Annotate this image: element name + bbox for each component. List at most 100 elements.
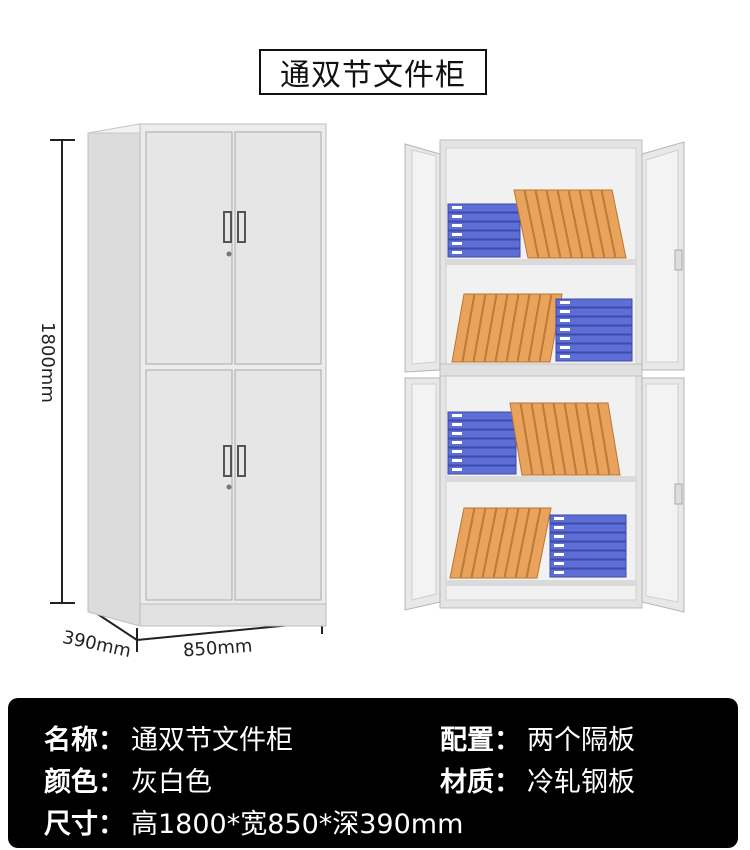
orange-binder	[526, 507, 552, 579]
orange-binder	[515, 507, 541, 579]
height-dimension-line	[50, 139, 75, 604]
orange-binder	[513, 189, 539, 259]
spec-colon: ：	[494, 725, 521, 756]
binder-label	[452, 459, 462, 462]
orange-binder	[531, 402, 555, 476]
orange-binder	[462, 293, 486, 363]
spec-key: 颜色	[44, 767, 98, 798]
spec-colon: ：	[98, 725, 125, 756]
binder-label	[452, 242, 462, 245]
orange-binder	[460, 507, 486, 579]
binder-label	[554, 526, 564, 529]
orange-binder	[601, 189, 627, 259]
orange-binder	[473, 293, 497, 363]
binder-stacks	[447, 189, 633, 579]
blue-binder	[549, 550, 627, 560]
blue-binder	[549, 532, 627, 542]
orange-binder	[495, 293, 519, 363]
spec-colon: ：	[98, 809, 125, 840]
binder-label	[452, 441, 462, 444]
orange-binder	[506, 293, 530, 363]
orange-binder	[520, 402, 544, 476]
binder-label	[554, 553, 564, 556]
binder-label	[452, 233, 462, 236]
blue-binder	[555, 352, 633, 362]
spec-row-name: 名称 ： 通双节文件柜	[44, 718, 293, 757]
orange-binder	[575, 402, 599, 476]
blue-binder	[555, 334, 633, 344]
orange-binder	[484, 293, 508, 363]
orange-binder	[482, 507, 508, 579]
orange-binder	[517, 293, 541, 363]
blue-binder	[555, 316, 633, 326]
binder-label	[554, 562, 564, 565]
orange-binder	[493, 507, 519, 579]
orange-binder	[579, 189, 605, 259]
spec-value: 灰白色	[131, 767, 212, 798]
blue-binder	[555, 325, 633, 335]
orange-binder	[524, 189, 550, 259]
orange-binder	[542, 402, 566, 476]
blue-binder	[555, 307, 633, 317]
binder-label	[560, 301, 570, 304]
product-title: 通双节文件柜	[259, 49, 487, 95]
spec-key: 名称	[44, 725, 98, 756]
blue-binder	[549, 541, 627, 551]
spec-value: 两个隔板	[527, 725, 635, 756]
binder-label	[560, 346, 570, 349]
orange-binder	[590, 189, 616, 259]
blue-binder	[447, 221, 521, 231]
closed-cabinet	[87, 123, 327, 627]
binder-label	[452, 423, 462, 426]
blue-binder	[447, 456, 517, 466]
blue-binder	[549, 559, 627, 569]
orange-binder	[449, 507, 475, 579]
blue-binder	[555, 298, 633, 308]
spec-panel: 名称 ： 通双节文件柜 配置 ： 两个隔板 颜色 ： 灰白色 材质 ： 冷轧钢板…	[8, 698, 738, 848]
binder-label	[452, 450, 462, 453]
spec-value: 通双节文件柜	[131, 725, 293, 756]
orange-binder	[553, 402, 577, 476]
orange-binder	[586, 402, 610, 476]
orange-binder	[509, 402, 533, 476]
spec-colon: ：	[98, 767, 125, 798]
binder-label	[452, 224, 462, 227]
binder-label	[560, 310, 570, 313]
blue-binder	[555, 343, 633, 353]
orange-binder	[504, 507, 530, 579]
spec-row-size: 尺寸 ： 高1800*宽850*深390mm	[44, 802, 463, 841]
spec-row-color: 颜色 ： 灰白色	[44, 760, 212, 799]
binder-label	[452, 468, 462, 471]
orange-binder	[471, 507, 497, 579]
orange-binder	[557, 189, 583, 259]
orange-binder	[535, 189, 561, 259]
binder-label	[560, 355, 570, 358]
spec-key: 配置	[440, 725, 494, 756]
blue-binder	[447, 230, 521, 240]
orange-binder	[546, 189, 572, 259]
depth-dimension-line	[95, 612, 138, 641]
orange-binder	[451, 293, 475, 363]
binder-label	[560, 337, 570, 340]
spec-key: 材质	[440, 767, 494, 798]
open-cabinet	[404, 139, 685, 613]
blue-binder	[447, 239, 521, 249]
orange-binder	[597, 402, 621, 476]
binder-label	[452, 206, 462, 209]
blue-binder	[447, 465, 517, 475]
spec-value: 高1800*宽850*深390mm	[131, 809, 464, 840]
blue-binder	[549, 514, 627, 524]
binder-label	[554, 571, 564, 574]
binder-label	[452, 414, 462, 417]
orange-binder	[564, 402, 588, 476]
orange-binder	[528, 293, 552, 363]
binder-label	[560, 328, 570, 331]
binder-label	[452, 251, 462, 254]
orange-binder	[568, 189, 594, 259]
binder-label	[554, 517, 564, 520]
blue-binder	[447, 248, 521, 258]
binder-label	[452, 215, 462, 218]
blue-binder	[447, 438, 517, 448]
spec-colon: ：	[494, 767, 521, 798]
height-dimension-label: 1800mm	[37, 322, 58, 403]
